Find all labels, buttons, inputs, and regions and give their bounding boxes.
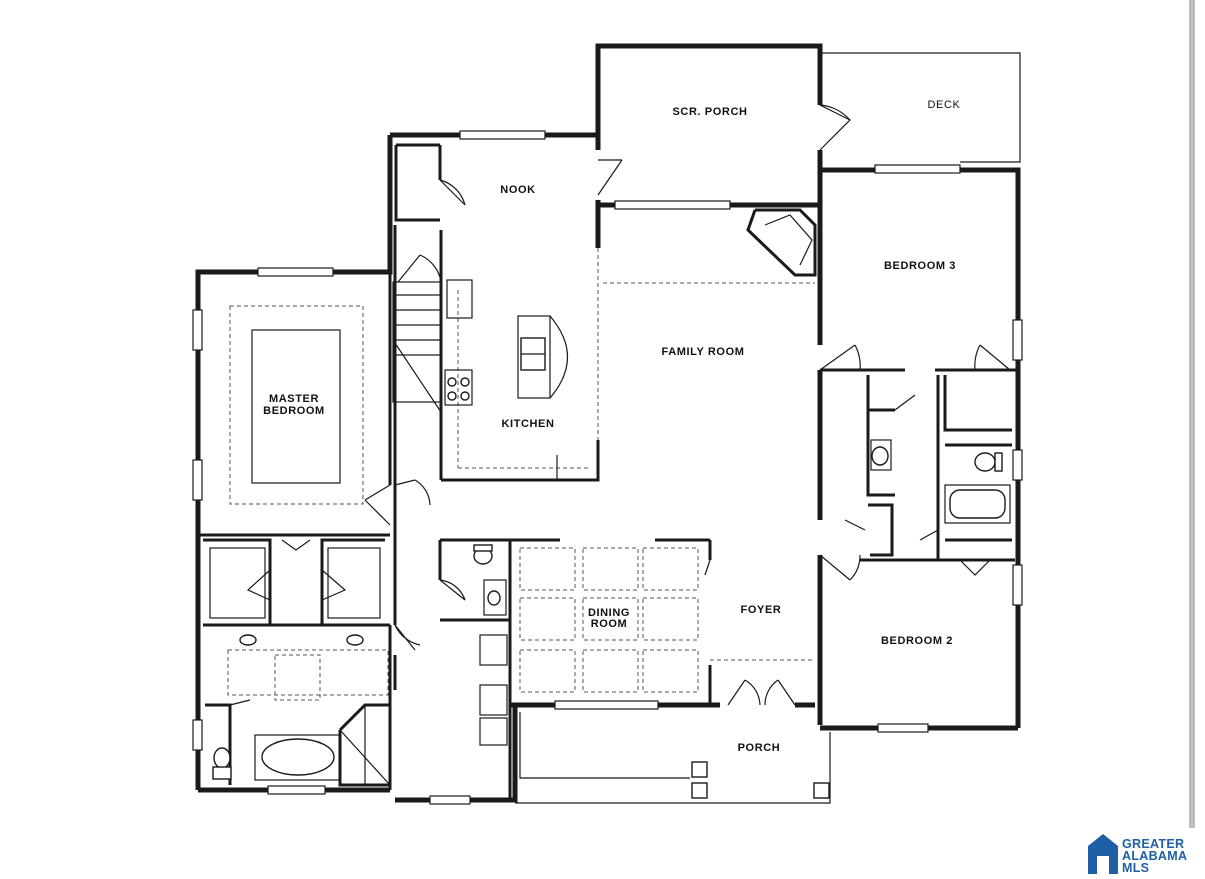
bedroom2-window-bottom — [877, 723, 929, 733]
master-window-side2 — [192, 459, 203, 501]
page-edge-bar — [1189, 0, 1195, 828]
label-kitchen: KITCHEN — [501, 418, 554, 430]
powder-room — [438, 538, 512, 800]
label-dining-line2: ROOM — [591, 618, 628, 630]
bedroom3-side-window — [1012, 319, 1023, 361]
sink-master-2 — [346, 634, 364, 646]
master-window-top — [257, 267, 334, 277]
logo-line1: GREATER — [1122, 837, 1185, 851]
logo-line2: ALABAMA — [1122, 849, 1188, 863]
kitchen-walls — [392, 225, 600, 485]
hall-bath-window — [1012, 449, 1023, 481]
laundry-window — [429, 795, 471, 805]
label-bedroom3: BEDROOM 3 — [884, 260, 956, 272]
logo-text: GREATER ALABAMA MLS — [1122, 837, 1188, 875]
family-room — [597, 248, 823, 708]
label-deck: DECK — [928, 99, 961, 111]
label-master-line1: MASTER — [269, 393, 319, 405]
label-nook: NOOK — [500, 184, 535, 196]
master-bedroom-walls — [195, 269, 392, 793]
dining-room — [510, 538, 712, 705]
master-window-bath — [267, 785, 326, 795]
master-window-bath-side — [192, 719, 203, 751]
bedroom3-walls — [817, 167, 1021, 450]
label-family-room: FAMILY ROOM — [662, 346, 745, 358]
label-master-line2: BEDROOM — [263, 405, 325, 417]
hall-bath — [844, 375, 1012, 576]
toilet-master — [213, 747, 231, 769]
label-porch: PORCH — [738, 742, 781, 754]
greater-alabama-mls-logo: GREATER ALABAMA MLS — [1086, 832, 1204, 878]
sink-master-1 — [239, 634, 257, 646]
label-bedroom2: BEDROOM 2 — [881, 635, 953, 647]
master-window-side1 — [192, 309, 203, 351]
house-icon — [1088, 834, 1118, 874]
nook-walls — [333, 132, 820, 275]
master-bath-walls — [203, 538, 392, 790]
porch-window — [554, 700, 659, 710]
nook-window — [459, 130, 546, 140]
label-scr-porch: SCR. PORCH — [672, 106, 747, 118]
label-dining-line1: DINING — [588, 607, 630, 619]
bedroom3-window — [874, 164, 961, 174]
bedroom2-walls — [817, 480, 1021, 731]
logo-line3: MLS — [1122, 861, 1150, 875]
deck-outline — [820, 52, 1021, 163]
screened-porch-walls — [595, 43, 852, 200]
label-foyer: FOYER — [741, 604, 782, 616]
hall-doors — [393, 479, 431, 690]
nook-window-rear — [614, 200, 731, 210]
fireplace — [746, 208, 817, 277]
bedroom2-window-side — [1012, 564, 1023, 606]
kitchen-island — [517, 315, 569, 399]
